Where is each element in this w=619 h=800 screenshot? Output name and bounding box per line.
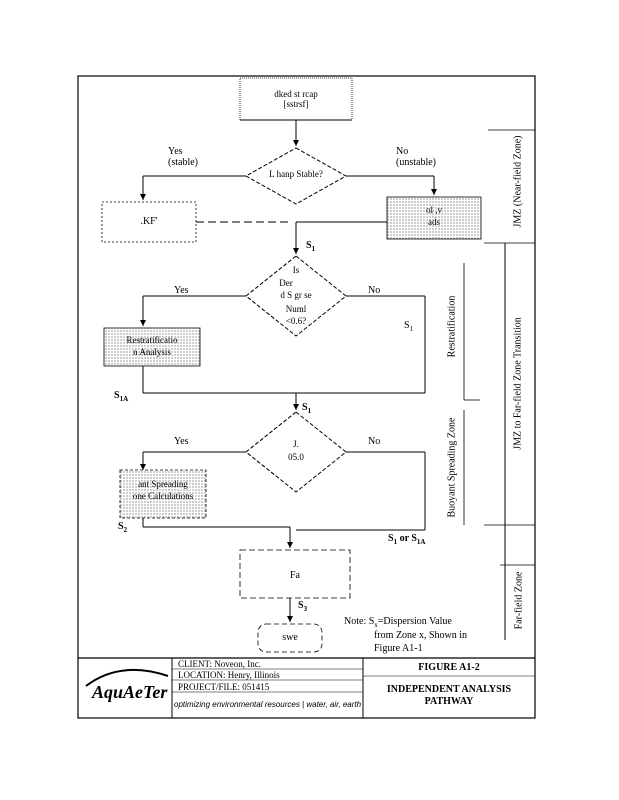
location-field: LOCATION: Henry, Illinois — [178, 670, 280, 680]
figure-title-line-1: INDEPENDENT ANALYSIS — [386, 684, 512, 695]
tagline: optimizing environmental resources | wat… — [174, 700, 362, 709]
client-field: CLIENT: Noveon, Inc. — [178, 659, 262, 669]
zone-label-buoyant: Buoyant Spreading Zone — [446, 417, 458, 518]
buoyant-box-line-1: ant Spreading — [138, 479, 188, 489]
decision-2-line-4: Numl — [285, 304, 307, 314]
bottom-box-text: swe — [282, 632, 298, 643]
no-1-label: No — [396, 146, 409, 157]
page-border — [77, 75, 536, 719]
s2-label: S2 — [118, 521, 128, 534]
zone-label-far-field: Far-field Zone — [513, 571, 525, 630]
company-logo: AquAeTer — [92, 682, 168, 702]
note-line-1: Note: Sx=Dispersion Value — [344, 616, 452, 629]
box-far-field — [239, 549, 351, 599]
top-box-line-2: [sstrsf] — [283, 99, 309, 109]
figure-title-line-2: PATHWAY — [424, 696, 474, 707]
zone-label-restratification: Restratification — [446, 295, 458, 358]
no-1-sub: (unstable) — [396, 157, 436, 168]
top-box-line-1: dked st rcap — [274, 89, 318, 99]
s1-label: S1 — [306, 240, 316, 253]
decision-3-line-1: J. — [293, 439, 299, 449]
buoyant-box-line-2: one Calculations — [132, 491, 194, 501]
yes-1-label: Yes — [168, 146, 183, 157]
no-3-label: No — [368, 436, 381, 447]
far-field-box-text: Fa — [290, 570, 300, 581]
decision-3 — [245, 411, 347, 493]
box-right-1 — [386, 196, 482, 240]
decision-2-line-1: Is — [292, 265, 300, 275]
restrat-box-line-2: n Analysis — [133, 347, 171, 357]
box-buoyant — [119, 469, 207, 519]
yes-1-sub: (stable) — [168, 157, 198, 168]
decision-2-line-5: <0.6? — [285, 316, 307, 326]
restrat-box-line-1: Restratificatio — [126, 335, 178, 345]
s1-mid-label: S1 — [302, 402, 312, 415]
box-bottom — [257, 623, 323, 653]
decision-3-line-2: 05.0 — [288, 452, 304, 462]
s1-right-label: S1 — [404, 320, 414, 333]
s3-label: S3 — [298, 600, 308, 613]
decision-1 — [244, 147, 348, 205]
box-right-1-line-1: ol ,v — [425, 205, 442, 215]
box-right-1-line-2: ads — [428, 217, 440, 227]
yes-3-label: Yes — [174, 436, 189, 447]
decision-2 — [245, 255, 347, 337]
yes-2-label: Yes — [174, 285, 189, 296]
figure-number: FIGURE A1-2 — [418, 662, 480, 673]
box-left-1-text: .KF' — [140, 216, 158, 227]
logo-swoosh — [85, 668, 169, 687]
note-line-2: from Zone x, Shown in — [374, 630, 468, 641]
project-field: PROJECT/FILE: 051415 — [178, 682, 270, 692]
s1a-label: S1A — [114, 390, 129, 403]
decision-1-text: L hanp Stable? — [269, 169, 323, 179]
no-2-label: No — [368, 285, 381, 296]
decision-2-line-3: d S gr se — [280, 290, 312, 300]
zone-label-transition: JMZ to Far-field Zone Transition — [512, 317, 524, 450]
s1-or-s1a-label: S1 or S1A — [388, 533, 426, 546]
note-line-3: Figure A1-1 — [374, 643, 423, 654]
decision-2-line-2: Der — [279, 278, 293, 288]
zone-label-jmz: JMZ (Near-field Zone) — [512, 135, 524, 228]
box-restratification — [103, 327, 201, 367]
box-top — [239, 77, 353, 121]
